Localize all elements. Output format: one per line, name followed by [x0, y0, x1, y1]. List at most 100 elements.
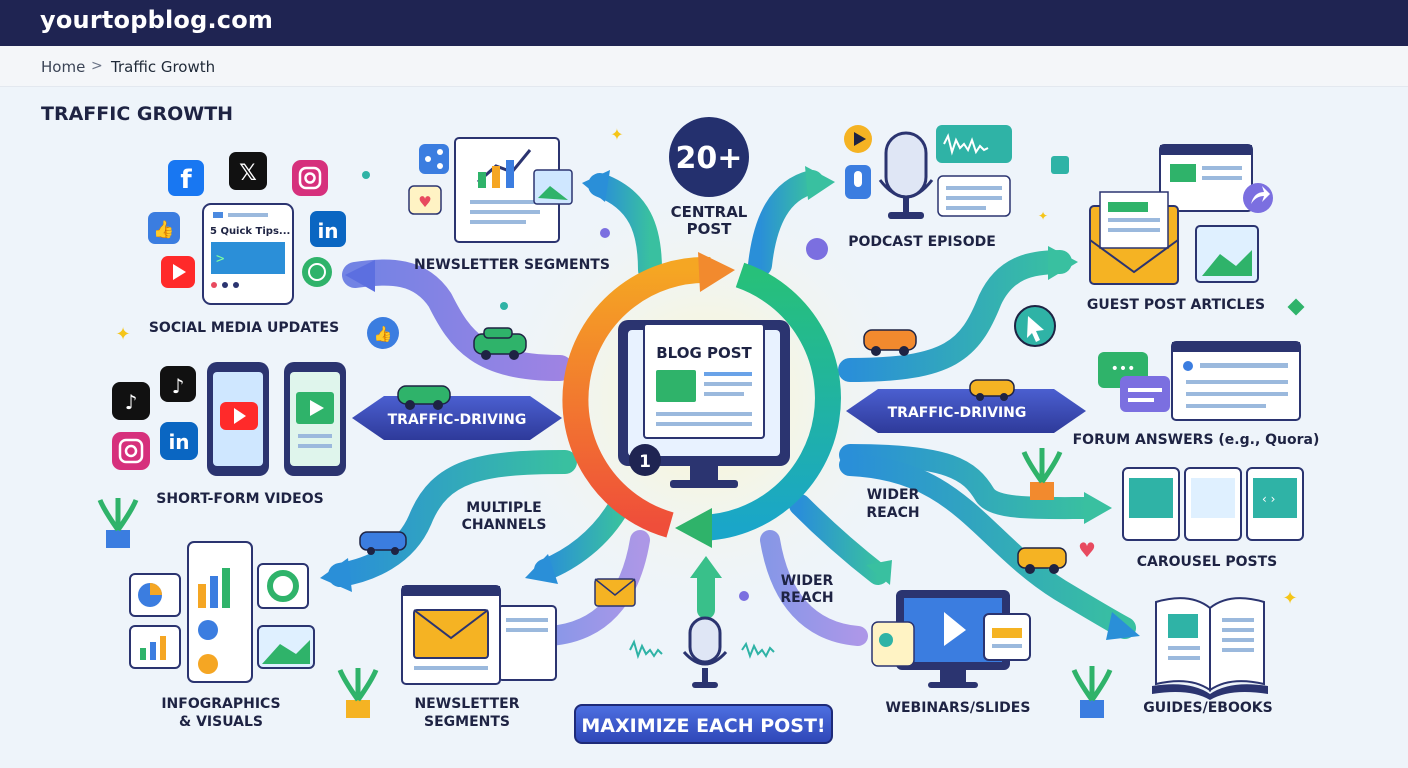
social-media-cluster: 5 Quick Tips... > f 𝕏 👍 in: [148, 152, 346, 305]
car-icon-2: [397, 385, 451, 410]
svg-text:in: in: [168, 430, 189, 454]
label-social-media: SOCIAL MEDIA UPDATES: [149, 320, 339, 336]
central-post-badge: 20+: [669, 117, 749, 197]
newsletter-bottom-graphic: [401, 585, 557, 685]
social-post-text: 5 Quick Tips...: [210, 226, 290, 237]
plant-icon: [97, 498, 139, 548]
label-guest-posts: GUEST POST ARTICLES: [1087, 297, 1265, 313]
decor-squares: [362, 156, 1305, 601]
label-newsletter-top: NEWSLETTER SEGMENTS: [414, 257, 610, 273]
tiktok-icon: ♪: [160, 366, 196, 402]
site-header: yourtopblog.com: [0, 0, 1408, 46]
svg-text:20+: 20+: [676, 141, 743, 176]
infographics-graphic: [129, 541, 315, 683]
cursor-icon: [1014, 305, 1056, 347]
svg-text:>: >: [216, 251, 224, 267]
label-newsletter-bottom-1: NEWSLETTER: [414, 696, 519, 712]
plant-icon-4: [1071, 666, 1113, 718]
linkedin-icon-2: in: [160, 422, 198, 460]
car-icon-4: [969, 379, 1015, 401]
svg-text:♪: ♪: [125, 390, 138, 414]
forum-answers-graphic: •••: [1098, 341, 1301, 421]
microphone-icon: [878, 131, 934, 219]
car-icon-6: [1017, 547, 1067, 574]
svg-text:✦: ✦: [115, 324, 130, 345]
central-label-1: CENTRAL: [671, 203, 748, 221]
heart-icon: ♥: [408, 185, 442, 215]
svg-text:♪: ♪: [172, 374, 185, 398]
bottom-microphone-icon: [629, 616, 775, 688]
svg-text:TRAFFIC-DRIVING: TRAFFIC-DRIVING: [388, 412, 527, 428]
blog-post-monitor: BLOG POST 1: [618, 320, 790, 488]
label-wider-b-1: WIDER: [781, 573, 834, 589]
blog-post-title: BLOG POST: [656, 344, 752, 362]
youtube-icon: [161, 256, 195, 288]
label-wider-a-2: REACH: [866, 505, 919, 521]
svg-text:‹ ›: ‹ ›: [1262, 492, 1275, 506]
breadcrumb-separator: >: [91, 58, 103, 74]
plant-icon-3: [1021, 448, 1063, 500]
facebook-icon: f: [168, 160, 204, 196]
svg-text:f: f: [180, 165, 192, 195]
maximize-post-button[interactable]: MAXIMIZE EACH POST!: [574, 704, 833, 744]
label-newsletter-bottom-2: SEGMENTS: [424, 714, 510, 730]
svg-text:♥: ♥: [1078, 538, 1096, 562]
share-icon: [419, 144, 449, 174]
plant-icon-2: [337, 668, 379, 718]
svg-text:•••: •••: [1111, 361, 1136, 377]
linkedin-icon: in: [310, 211, 346, 247]
car-icon-3: [863, 329, 917, 356]
chat-icon: [302, 257, 332, 287]
label-infographics-2: & VISUALS: [179, 714, 263, 730]
content-strategy-diagram: TRAFFIC-DRIVING TRAFFIC-DRIVING BLOG POS…: [97, 117, 1320, 730]
car-icon: [473, 327, 527, 360]
traffic-driving-right-pill: TRAFFIC-DRIVING: [846, 389, 1086, 433]
label-webinars: WEBINARS/SLIDES: [886, 700, 1031, 716]
page-title: TRAFFIC GROWTH: [41, 103, 234, 125]
guest-posts-graphic: [1089, 144, 1273, 285]
instagram-icon-2: [112, 432, 150, 470]
sparkle-icon: ✦ ✦ ✦ ✦: [115, 125, 1297, 609]
small-envelope-icon: [594, 578, 636, 607]
heart-icon-2: ♥: [1078, 538, 1096, 562]
car-icon-5: [359, 531, 407, 555]
svg-text:✦: ✦: [1282, 588, 1297, 609]
label-multiple-1: MULTIPLE: [466, 500, 541, 516]
label-guides: GUIDES/EBOOKS: [1143, 700, 1272, 716]
breadcrumb-home[interactable]: Home: [41, 58, 86, 76]
svg-text:in: in: [317, 219, 338, 243]
central-cycle: [562, 252, 841, 548]
svg-text:♥: ♥: [418, 193, 431, 211]
newsletter-top-graphic: ♥: [408, 137, 573, 243]
guides-graphic: [1152, 597, 1268, 700]
svg-text:✦: ✦: [1038, 209, 1048, 223]
site-name[interactable]: yourtopblog.com: [40, 6, 274, 34]
central-label-2: POST: [687, 220, 733, 238]
label-podcast: PODCAST EPISODE: [848, 234, 996, 250]
breadcrumb: Home > Traffic Growth: [0, 46, 1408, 87]
envelope-icon: [1089, 191, 1179, 285]
label-forum-answers: FORUM ANSWERS (e.g., Quora): [1073, 432, 1320, 448]
label-wider-a-1: WIDER: [867, 487, 920, 503]
svg-text:✦: ✦: [610, 125, 623, 144]
webinars-graphic: [871, 590, 1031, 688]
instagram-icon: [292, 160, 328, 196]
svg-text:TRAFFIC-DRIVING: TRAFFIC-DRIVING: [888, 405, 1027, 421]
breadcrumb-current: Traffic Growth: [111, 58, 216, 76]
svg-text:𝕏: 𝕏: [239, 161, 257, 186]
podcast-graphic: [844, 125, 1012, 219]
x-icon: 𝕏: [229, 152, 267, 190]
short-videos-graphic: ♪ ♪ in: [112, 362, 346, 476]
carousel-graphic: ‹ ›: [1122, 467, 1304, 541]
label-infographics-1: INFOGRAPHICS: [161, 696, 280, 712]
label-wider-b-2: REACH: [780, 590, 833, 606]
svg-text:👍: 👍: [153, 219, 174, 240]
tiktok-icon-2: ♪: [112, 382, 150, 420]
label-multiple-2: CHANNELS: [462, 517, 547, 533]
like-icon-2: 👍: [367, 317, 399, 349]
svg-text:👍: 👍: [374, 325, 393, 343]
step-number: 1: [639, 452, 651, 472]
traffic-driving-left-pill: TRAFFIC-DRIVING: [352, 396, 562, 440]
label-short-videos: SHORT-FORM VIDEOS: [156, 491, 323, 507]
like-icon: 👍: [148, 212, 180, 244]
